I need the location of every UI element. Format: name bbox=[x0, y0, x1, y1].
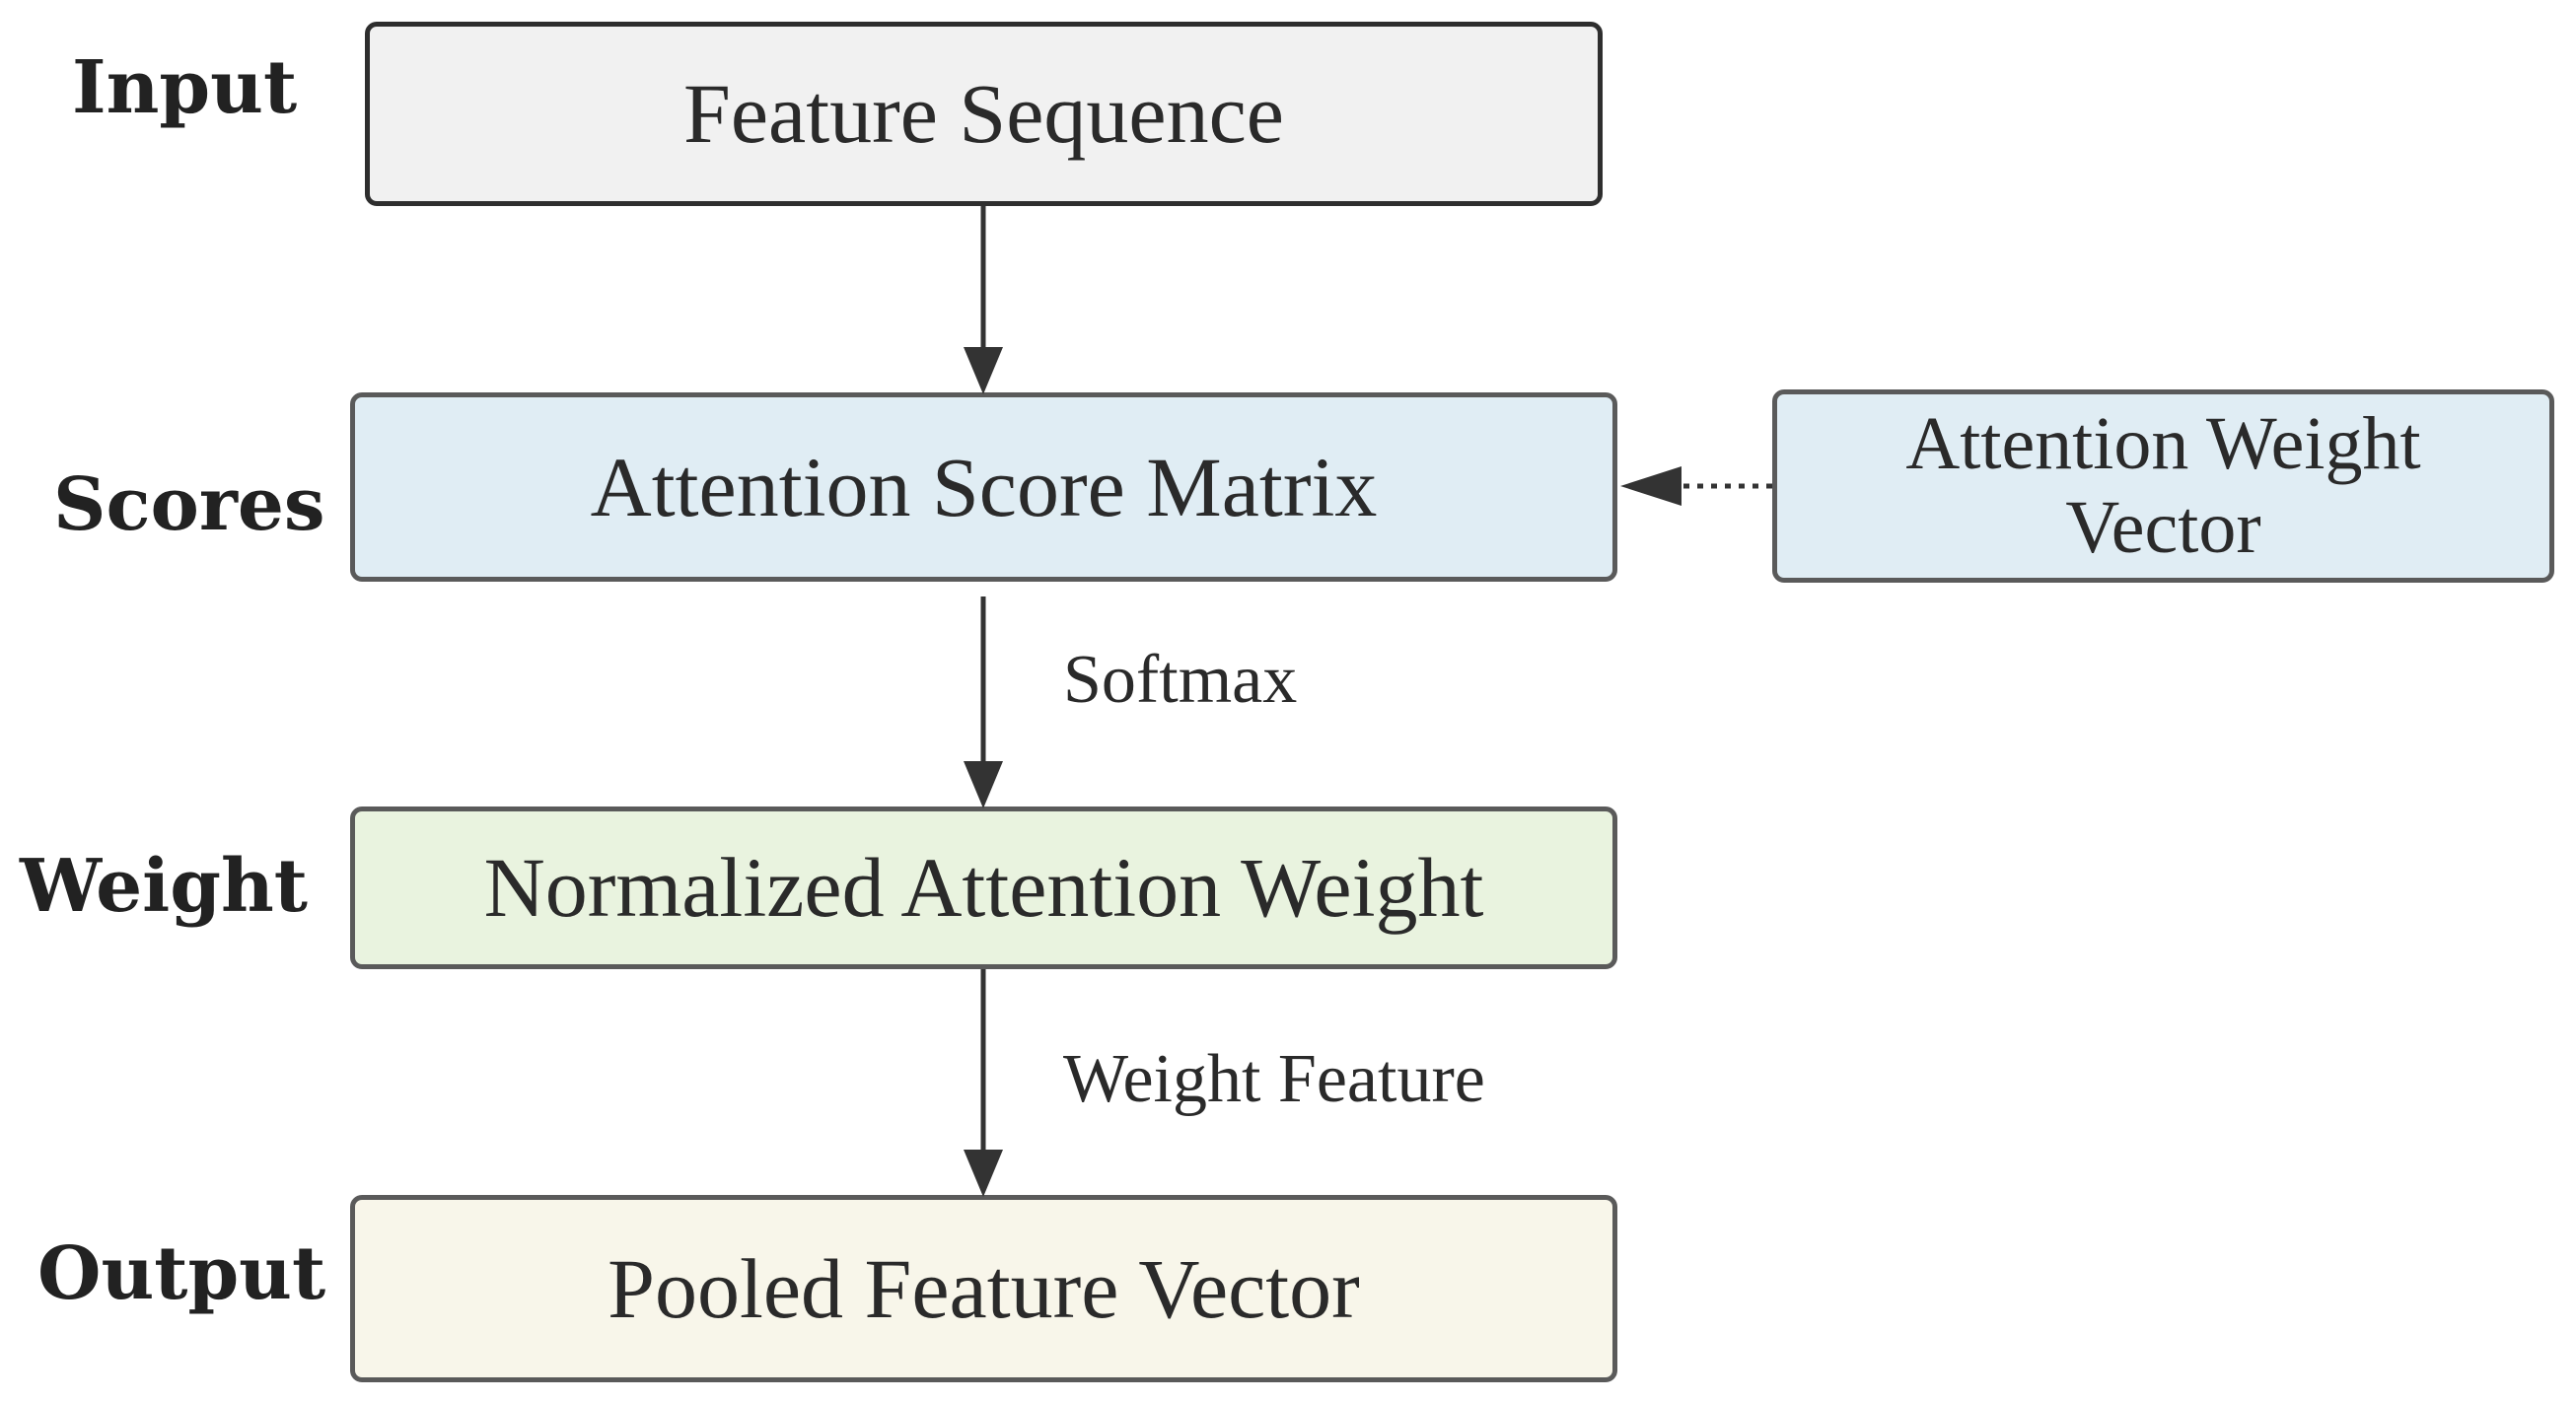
attention-score-matrix-node: Attention Score Matrix bbox=[350, 392, 1617, 582]
row-label-output: Output bbox=[37, 1231, 326, 1316]
normalized-attention-weight-node: Normalized Attention Weight bbox=[350, 806, 1617, 969]
row-label-scores: Scores bbox=[53, 462, 325, 547]
feature-sequence-node: Feature Sequence bbox=[365, 22, 1603, 206]
attention-weight-vector-node: Attention Weight Vector bbox=[1772, 389, 2554, 583]
weight-feature-edge-label: Weight Feature bbox=[1063, 1041, 1485, 1117]
row-label-weight: Weight bbox=[20, 844, 308, 929]
arrowhead-vector-to-scores bbox=[1620, 466, 1682, 506]
pooled-feature-vector-node: Pooled Feature Vector bbox=[350, 1195, 1617, 1382]
arrowhead-input-to-scores bbox=[964, 347, 1003, 394]
softmax-edge-label: Softmax bbox=[1063, 642, 1298, 718]
row-label-input: Input bbox=[72, 45, 298, 130]
arrowhead-weight-to-output bbox=[964, 1150, 1003, 1197]
arrowhead-scores-to-weight bbox=[964, 761, 1003, 808]
